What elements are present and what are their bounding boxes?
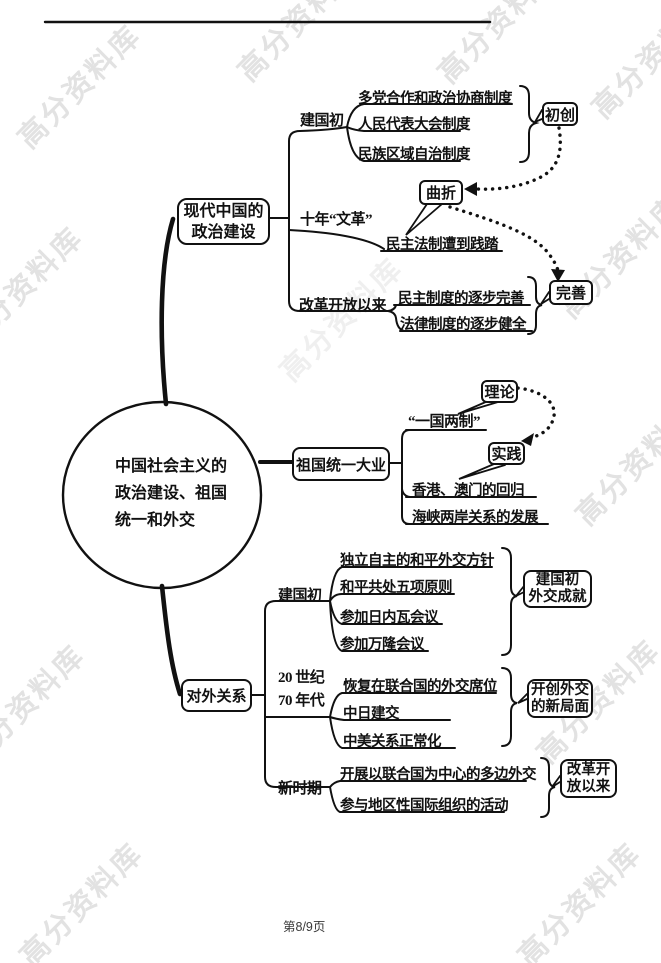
badge-founding-achievements: 建国初 外交成就 xyxy=(523,570,592,608)
sub-label-founding-diplomacy: 建国初 xyxy=(278,588,322,604)
badge-line: 开创外交 xyxy=(531,681,589,698)
central-topic-line: 中国社会主义的 xyxy=(115,458,228,475)
leaf-item: 民族区域自治制度 xyxy=(358,147,471,163)
badge-line: 的新局面 xyxy=(531,698,589,715)
leaf-item: 和平共处五项原则 xyxy=(340,580,453,596)
sub-label-line: 20 世纪 xyxy=(278,670,325,686)
branch-foreign-relations: 对外关系 xyxy=(181,679,252,712)
badge-initial-creation: 初创 xyxy=(542,102,578,126)
badge-twists: 曲折 xyxy=(419,180,463,205)
leaf-item: 人民代表大会制度 xyxy=(358,117,471,133)
sub-label-founding: 建国初 xyxy=(300,113,344,129)
central-topic-line: 政治建设、祖国 xyxy=(115,485,228,502)
leaf-item: 香港、澳门的回归 xyxy=(412,483,525,499)
badge-line: 改革开 xyxy=(566,761,611,778)
sub-label-reform-era: 改革开放以来 xyxy=(299,298,387,314)
sub-label-cultural-revolution: 十年“文革” xyxy=(300,212,373,228)
leaf-item: 独立自主的和平外交方针 xyxy=(340,553,495,569)
page-number: 第8/9页 xyxy=(283,920,326,934)
leaf-item: 参与地区性国际组织的活动 xyxy=(340,798,509,814)
leaf-item: 民主制度的逐步完善 xyxy=(398,291,525,307)
leaf-item: 海峡两岸关系的发展 xyxy=(412,510,539,526)
leaf-item: 开展以联合国为中心的多边外交 xyxy=(340,767,537,783)
central-topic: 中国社会主义的 政治建设、祖国 统一和外交 xyxy=(115,453,227,534)
leaf-item: 中日建交 xyxy=(343,706,400,722)
sub-label-new-period: 新时期 xyxy=(278,781,322,797)
badge-perfection: 完善 xyxy=(549,280,593,305)
badge-practice: 实践 xyxy=(488,442,525,465)
branch-reunification: 祖国统一大业 xyxy=(292,447,390,481)
leaf-item: 中美关系正常化 xyxy=(343,734,442,750)
badge-line: 建国初 xyxy=(535,572,580,588)
concept-one-country-two-systems: “一国两制” xyxy=(408,414,481,430)
central-topic-line: 统一和外交 xyxy=(115,512,196,529)
sub-label-line: 70 年代 xyxy=(278,693,325,709)
leaf-item: 参加日内瓦会议 xyxy=(340,610,439,626)
branch-title-line: 现代中国的 xyxy=(183,202,264,220)
leaf-item: 民主法制遭到践踏 xyxy=(386,237,499,253)
branch-title-line: 政治建设 xyxy=(191,223,256,241)
branch-political-construction: 现代中国的 政治建设 xyxy=(177,198,270,245)
leaf-item: 多党合作和政治协商制度 xyxy=(358,91,513,107)
badge-theory: 理论 xyxy=(481,380,518,403)
sub-label-1970s: 20 世纪 70 年代 xyxy=(278,667,325,713)
leaf-item: 恢复在联合国的外交席位 xyxy=(343,679,498,695)
leaf-item: 法律制度的逐步健全 xyxy=(400,317,527,333)
leaf-item: 参加万隆会议 xyxy=(340,637,425,653)
badge-new-diplomatic-situation: 开创外交 的新局面 xyxy=(527,679,593,718)
badge-line: 放以来 xyxy=(566,778,611,795)
badge-line: 外交成就 xyxy=(528,589,587,605)
badge-since-reform: 改革开 放以来 xyxy=(560,759,617,798)
